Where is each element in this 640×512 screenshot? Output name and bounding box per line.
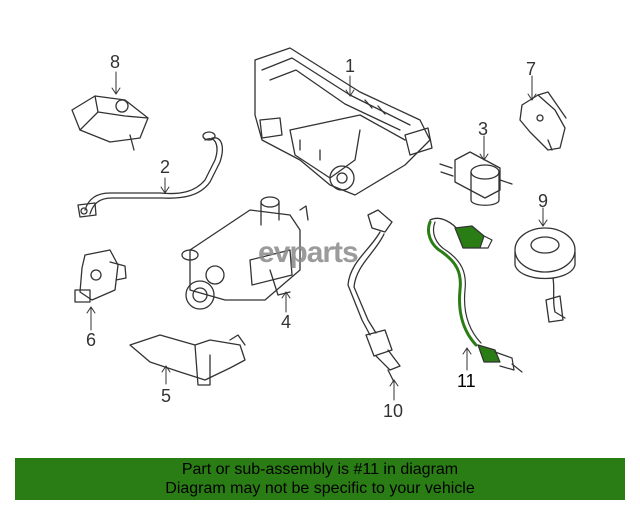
leader-lines bbox=[86, 71, 548, 401]
callout-3: 3 bbox=[478, 119, 489, 139]
part-4-valve[interactable] bbox=[181, 196, 309, 310]
callout-5: 5 bbox=[161, 386, 172, 406]
part-6-sensor[interactable] bbox=[74, 249, 127, 303]
part-10-o2-sensor[interactable] bbox=[347, 209, 401, 383]
callout-8: 8 bbox=[110, 52, 121, 72]
callout-9: 9 bbox=[538, 191, 549, 211]
banner-line-2: Diagram may not be specific to your vehi… bbox=[165, 480, 475, 497]
part-5-bracket[interactable] bbox=[129, 334, 246, 386]
part-7-sensor[interactable] bbox=[519, 91, 567, 151]
callout-7: 7 bbox=[526, 59, 537, 79]
part-11-o2-sensor[interactable] bbox=[427, 217, 523, 373]
watermark-logo: evparts bbox=[258, 236, 359, 269]
part-1-canister[interactable] bbox=[254, 47, 433, 196]
callout-10: 10 bbox=[383, 401, 404, 421]
part-9-diaphragm[interactable] bbox=[514, 227, 576, 323]
callout-2: 2 bbox=[160, 157, 171, 177]
parts-diagram bbox=[71, 47, 576, 401]
part-3-solenoid[interactable] bbox=[439, 151, 513, 206]
part-8-sensor[interactable] bbox=[71, 95, 149, 151]
callout-11: 11 bbox=[457, 371, 476, 391]
info-banner: Part or sub-assembly is #11 in diagram D… bbox=[15, 458, 625, 500]
callout-1: 1 bbox=[345, 56, 356, 76]
part-2-hose[interactable] bbox=[77, 131, 223, 218]
banner-line-1: Part or sub-assembly is #11 in diagram bbox=[181, 461, 459, 478]
callout-4: 4 bbox=[281, 312, 292, 332]
callout-6: 6 bbox=[86, 330, 97, 350]
